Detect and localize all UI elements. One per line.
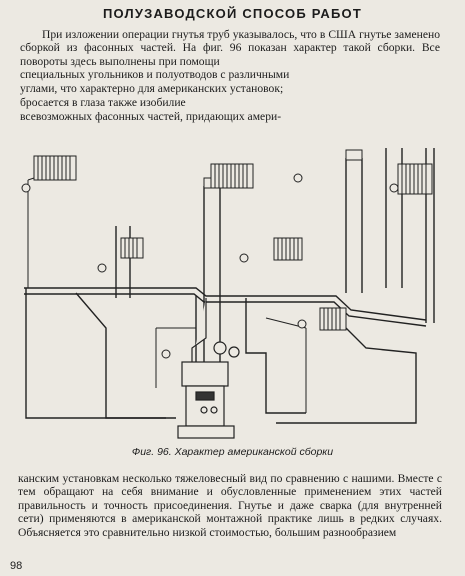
wrapped-line-3: бросается в глаза также изобилие <box>20 96 186 109</box>
mains <box>24 287 427 424</box>
radiator-right-top <box>397 163 433 195</box>
wrapped-line-4: всевозможных фасонных частей, придающих … <box>20 110 282 123</box>
intro-paragraph: При изложении операции гнутья труб указы… <box>20 28 440 68</box>
radiator-center-right <box>273 237 303 261</box>
valves <box>21 173 399 359</box>
wrapped-line-2: углами, что характерно для американских … <box>20 82 284 95</box>
radiator-center-top <box>210 163 254 189</box>
risers <box>25 148 435 433</box>
section-title: ПОЛУЗАВОДСКОЙ СПОСОБ РАБОТ <box>102 6 363 21</box>
outro-paragraph: канским установкам несколько тяжеловесны… <box>18 472 442 539</box>
page-number: 98 <box>10 560 23 572</box>
piping-illustration <box>21 148 435 439</box>
radiator-right-low <box>319 307 347 331</box>
boiler-unit <box>177 298 240 439</box>
radiator-mid-left <box>120 237 144 259</box>
radiator-left-top <box>33 155 77 181</box>
figure-caption: Фиг. 96. Характер американской сборки <box>131 446 334 458</box>
wrapped-line-1: специальных угольников и полуотводов с р… <box>20 68 290 81</box>
